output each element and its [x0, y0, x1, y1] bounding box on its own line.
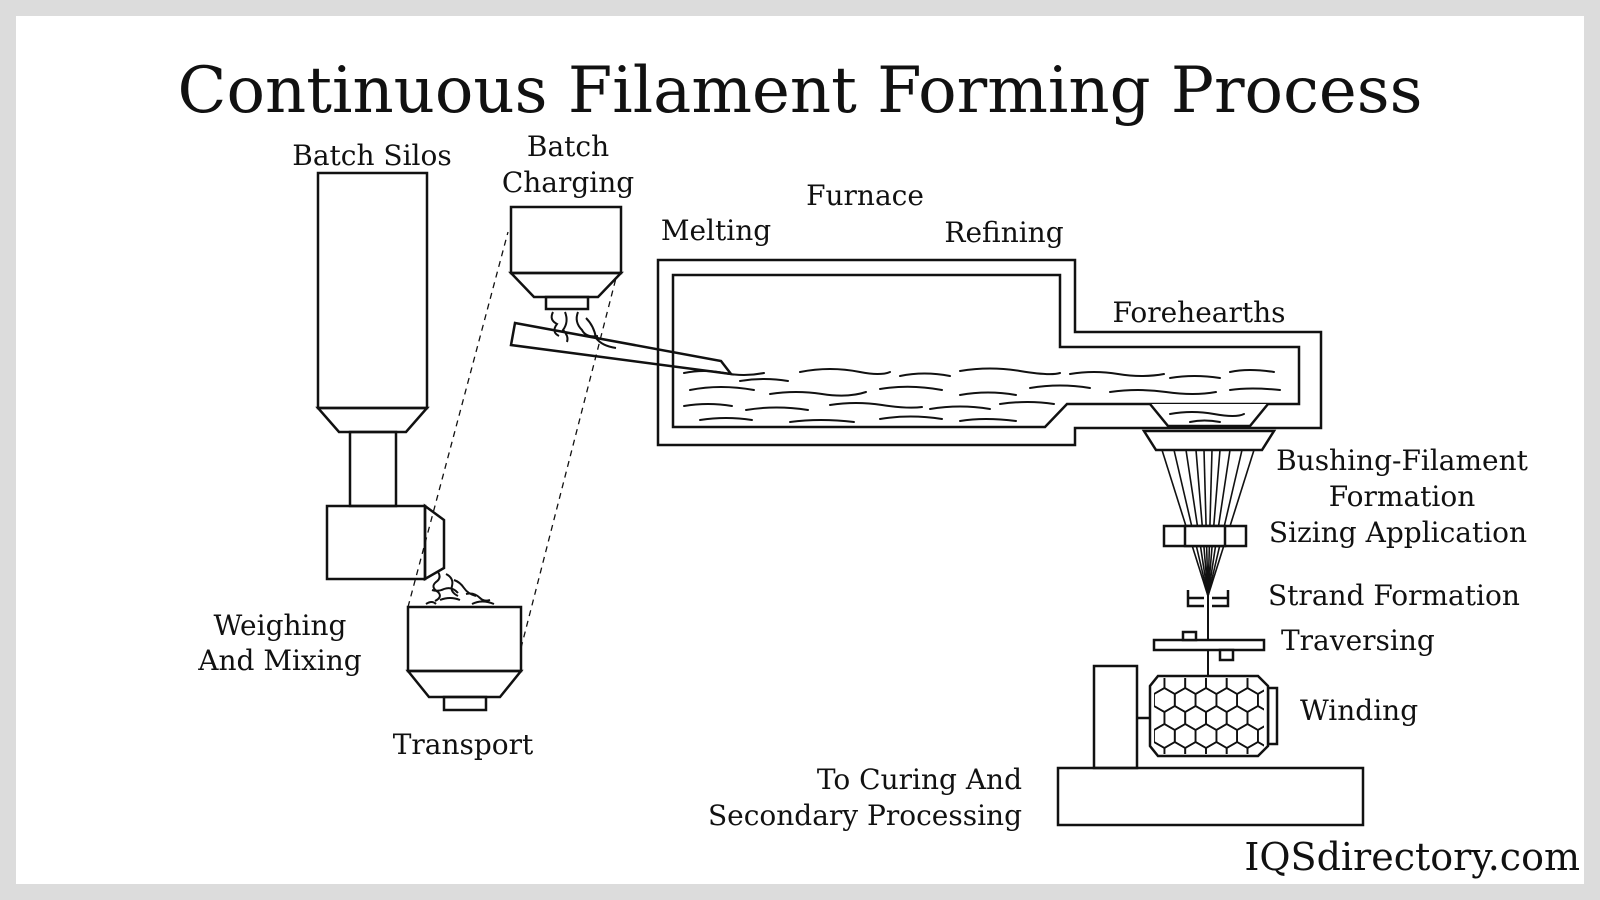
label-refining: Refining: [944, 216, 1063, 249]
charging-chute: [509, 321, 734, 376]
honeycomb-cell: [1225, 740, 1249, 754]
honeycomb-cell: [1205, 740, 1228, 754]
label-forehearths: Forehearths: [1112, 296, 1285, 329]
traverse: [1152, 630, 1266, 662]
label-curing-2: Secondary Processing: [708, 799, 1022, 832]
label-winding: Winding: [1300, 694, 1418, 727]
label-transport: Transport: [393, 728, 534, 761]
label-bushing: Bushing-Filament: [1276, 444, 1529, 477]
label-batch-charging-2: Charging: [502, 166, 634, 199]
honeycomb-cell: [1184, 740, 1207, 754]
honeycomb-cell: [1163, 740, 1187, 754]
batch-silo: [315, 171, 430, 508]
furnace-inner-wall: [671, 273, 1301, 429]
label-furnace: Furnace: [806, 179, 924, 212]
label-batch-silos: Batch Silos: [292, 139, 451, 172]
label-batch-charging: Batch: [527, 130, 609, 163]
transport-path: [407, 231, 617, 649]
watermark: IQSdirectory.com: [1244, 835, 1580, 879]
spool-honeycomb: [1154, 678, 1289, 766]
honeycomb-cell: [1268, 742, 1289, 766]
sizing-applicator: [1162, 524, 1248, 548]
honeycomb-cell: [1246, 740, 1264, 754]
weighing-mixer: [325, 503, 446, 582]
label-strand: Strand Formation: [1268, 579, 1520, 612]
bushing: [1141, 403, 1277, 452]
label-curing: To Curing And: [817, 763, 1022, 796]
label-traversing: Traversing: [1281, 624, 1435, 657]
furnace-outer-wall: [656, 258, 1323, 447]
transport-hopper: [405, 605, 524, 712]
winding-spool: [1137, 674, 1279, 758]
diagram-frame: [16, 16, 1584, 884]
label-weighing: Weighing: [214, 609, 347, 642]
label-sizing: Sizing Application: [1269, 516, 1527, 549]
strand-gathering-shoe: [1186, 590, 1230, 608]
label-melting: Melting: [661, 214, 771, 247]
label-weighing-2: And Mixing: [197, 644, 361, 677]
falling-batch: [425, 571, 495, 605]
batch-charging-hopper: [508, 205, 624, 311]
label-bushing-2: Formation: [1329, 480, 1475, 513]
page-title: Continuous Filament Forming Process: [178, 54, 1423, 128]
molten-glass: [683, 367, 1281, 423]
glass-filaments: [1161, 449, 1255, 597]
